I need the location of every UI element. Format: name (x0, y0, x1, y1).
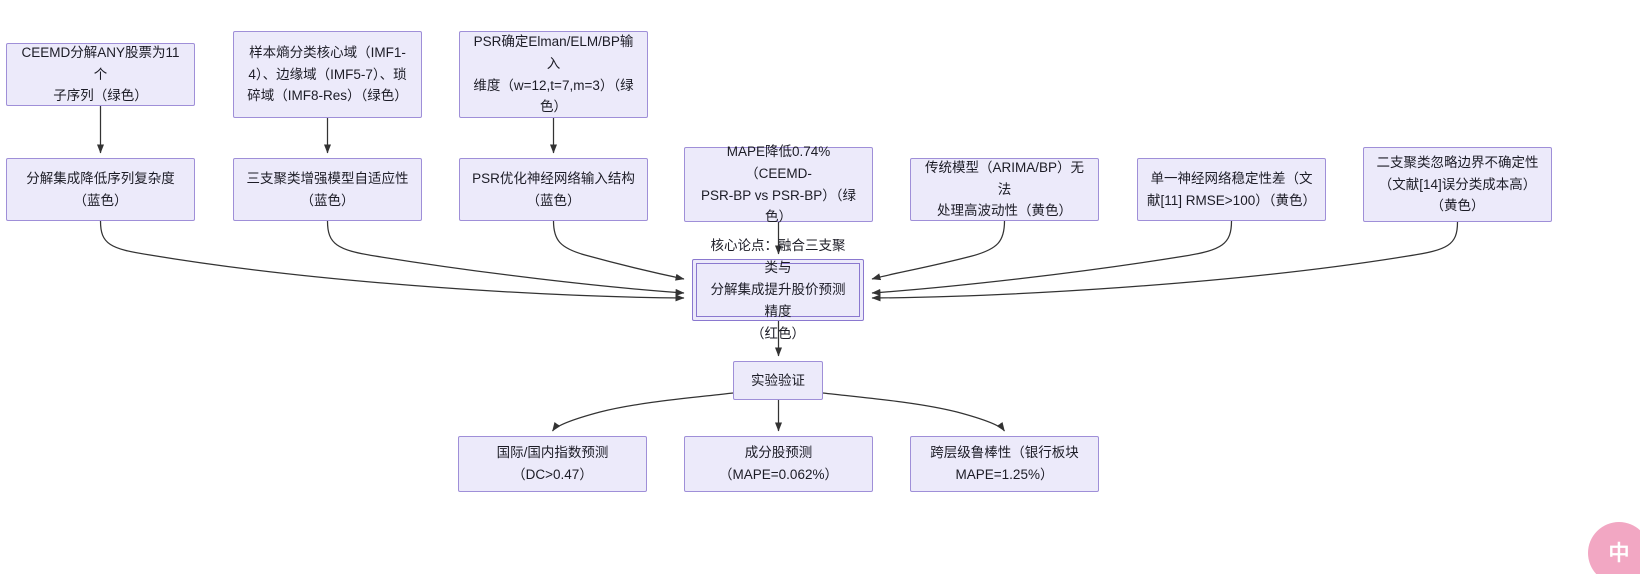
watermark-label: 中 (1608, 541, 1630, 565)
node-ceemd-decompose[interactable]: CEEMD分解ANY股票为11个 子序列（绿色） (6, 43, 195, 106)
node-label: 样本熵分类核心域（IMF1- 4）、边缘域（IMF5-7）、琐 碎域（IMF8-… (247, 44, 408, 104)
node-label: 国际/国内指数预测 （DC>0.47） (496, 445, 609, 482)
node-label: 二支聚类忽略边界不确定性 （文献[14]误分类成本高） （黄色） (1376, 154, 1539, 214)
edge-n8-core (871, 220, 1006, 281)
node-label: 成分股预测 （MAPE=0.062%） (719, 445, 838, 482)
node-label: 实验验证 (751, 372, 805, 388)
node-label: 跨层级鲁棒性（银行板块 MAPE=1.25%） (930, 445, 1079, 482)
node-label: CEEMD分解ANY股票为11个 子序列（绿色） (21, 44, 180, 104)
node-three-way-clustering-adaptive[interactable]: 三支聚类增强模型自适应性 （蓝色） (233, 158, 422, 221)
node-two-way-clustering-boundary[interactable]: 二支聚类忽略边界不确定性 （文献[14]误分类成本高） （黄色） (1363, 147, 1552, 222)
node-label: 单一神经网络稳定性差（文 献[11] RMSE>100）（黄色） (1147, 170, 1316, 208)
node-decompose-reduce-complexity[interactable]: 分解集成降低序列复杂度 （蓝色） (6, 158, 195, 221)
node-sample-entropy-classify[interactable]: 样本熵分类核心域（IMF1- 4）、边缘域（IMF5-7）、琐 碎域（IMF8-… (233, 31, 422, 118)
node-experiment-validation[interactable]: 实验验证 (733, 361, 823, 400)
node-constituent-stock-forecast[interactable]: 成分股预测 （MAPE=0.062%） (684, 436, 873, 492)
edge-n5-core (326, 220, 685, 296)
node-traditional-model-limitation[interactable]: 传统模型（ARIMA/BP）无法 处理高波动性（黄色） (910, 158, 1099, 221)
node-label: 分解集成降低序列复杂度 （蓝色） (26, 170, 175, 208)
node-label: PSR确定Elman/ELM/BP输入 维度（w=12,t=7,m=3）（绿 色… (473, 33, 634, 115)
edge-n4-core (99, 220, 685, 302)
node-index-forecast[interactable]: 国际/国内指数预测 （DC>0.47） (458, 436, 647, 492)
node-single-network-instability[interactable]: 单一神经网络稳定性差（文 献[11] RMSE>100）（黄色） (1137, 158, 1326, 221)
node-label: 核心论点：融合三支聚类与 分解集成提升股价预测精度 （红色） (710, 238, 846, 341)
node-cross-level-robustness[interactable]: 跨层级鲁棒性（银行板块 MAPE=1.25%） (910, 436, 1099, 492)
node-label: MAPE降低0.74%（CEEMD- PSR-BP vs PSR-BP）（绿 色… (700, 143, 857, 225)
edge-n10-core (871, 221, 1459, 302)
node-label: 三支聚类增强模型自适应性 （蓝色） (246, 170, 409, 208)
edge-n9-core (871, 220, 1233, 296)
edge-n11-n14 (822, 392, 1006, 432)
node-mape-reduction[interactable]: MAPE降低0.74%（CEEMD- PSR-BP vs PSR-BP）（绿 色… (684, 144, 873, 224)
node-label: 传统模型（ARIMA/BP）无法 处理高波动性（黄色） (924, 159, 1084, 219)
node-psr-optimize-network[interactable]: PSR优化神经网络输入结构 （蓝色） (459, 158, 648, 221)
node-core-thesis[interactable]: 核心论点：融合三支聚类与 分解集成提升股价预测精度 （红色） (692, 238, 864, 341)
node-label: PSR优化神经网络输入结构 （蓝色） (472, 170, 635, 208)
watermark-badge: 中 (1588, 522, 1640, 574)
edge-n11-n12 (551, 392, 734, 432)
node-psr-input-dimension[interactable]: PSR确定Elman/ELM/BP输入 维度（w=12,t=7,m=3）（绿 色… (459, 31, 648, 118)
core-inner-frame: 核心论点：融合三支聚类与 分解集成提升股价预测精度 （红色） (696, 238, 860, 341)
edge-n6-core (552, 220, 685, 281)
